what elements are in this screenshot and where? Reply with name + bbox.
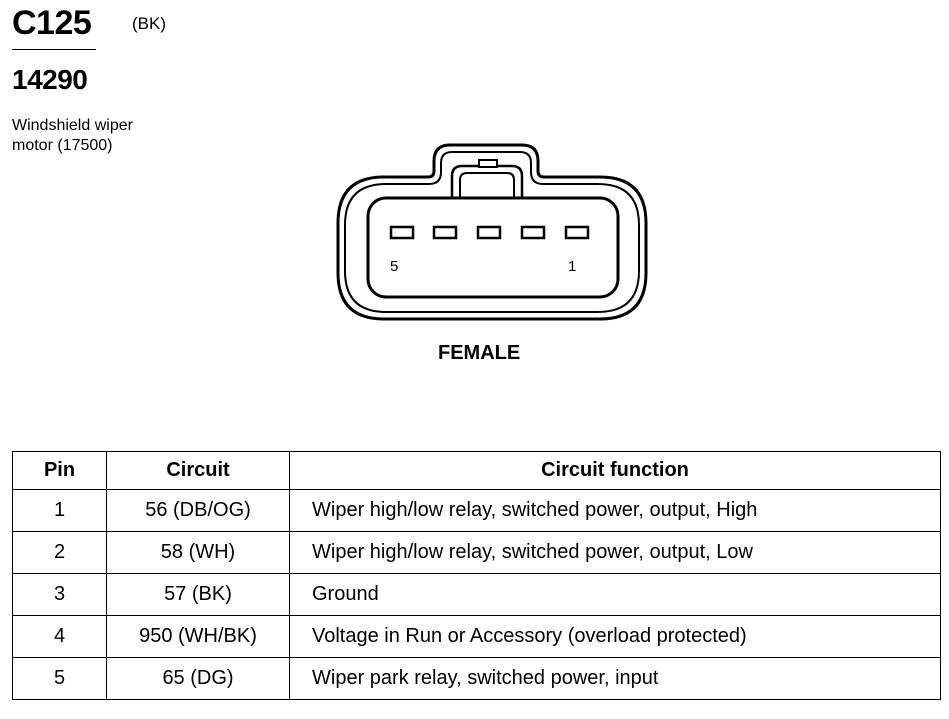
column-header-circuit-function: Circuit function bbox=[289, 451, 941, 490]
table-row: 2 58 (WH) Wiper high/low relay, switched… bbox=[12, 531, 941, 574]
circuit-function-cell: Voltage in Run or Accessory (overload pr… bbox=[289, 615, 941, 658]
pin-cell: 3 bbox=[12, 573, 107, 616]
connector-inner-face bbox=[366, 196, 620, 299]
connector-latch bbox=[450, 164, 524, 198]
connector-outer-housing bbox=[336, 143, 648, 321]
connector-outer-housing-inner-edge bbox=[344, 151, 640, 313]
connector-id: C125 bbox=[12, 4, 92, 42]
circuit-function-cell: Wiper high/low relay, switched power, ou… bbox=[289, 531, 941, 574]
pin-cavity-2 bbox=[520, 225, 546, 240]
circuit-cell: 65 (DG) bbox=[106, 657, 290, 700]
pin-cell: 5 bbox=[12, 657, 107, 700]
pin-label-right: 1 bbox=[568, 258, 576, 275]
pin-cavity-5 bbox=[389, 225, 415, 240]
pin-cavity-3 bbox=[476, 225, 502, 240]
pin-cavity-1 bbox=[564, 225, 590, 240]
circuit-cell: 57 (BK) bbox=[106, 573, 290, 616]
pin-cell: 1 bbox=[12, 489, 107, 532]
circuit-cell: 950 (WH/BK) bbox=[106, 615, 290, 658]
pin-table: Pin Circuit Circuit function 1 56 (DB/OG… bbox=[12, 451, 941, 700]
table-row: 1 56 (DB/OG) Wiper high/low relay, switc… bbox=[12, 489, 941, 532]
table-header-row: Pin Circuit Circuit function bbox=[12, 451, 941, 490]
circuit-cell: 58 (WH) bbox=[106, 531, 290, 574]
pin-cavity-4 bbox=[432, 225, 458, 240]
circuit-cell: 56 (DB/OG) bbox=[106, 489, 290, 532]
table-row: 5 65 (DG) Wiper park relay, switched pow… bbox=[12, 657, 941, 700]
connector-gender-label: FEMALE bbox=[438, 342, 521, 364]
connector-latch-inner bbox=[459, 172, 515, 198]
connector-description: Windshield wiper motor (17500) bbox=[12, 117, 133, 154]
color-code: (BK) bbox=[132, 14, 166, 33]
connector-latch-tab bbox=[478, 159, 498, 168]
column-header-circuit: Circuit bbox=[106, 451, 290, 490]
part-number: 14290 bbox=[12, 64, 88, 95]
column-header-pin: Pin bbox=[12, 451, 107, 490]
circuit-function-cell: Wiper high/low relay, switched power, ou… bbox=[289, 489, 941, 532]
circuit-function-cell: Ground bbox=[289, 573, 941, 616]
table-row: 4 950 (WH/BK) Voltage in Run or Accessor… bbox=[12, 615, 941, 658]
pin-label-left: 5 bbox=[390, 258, 398, 275]
pin-cell: 4 bbox=[12, 615, 107, 658]
title-divider bbox=[12, 49, 96, 50]
circuit-function-cell: Wiper park relay, switched power, input bbox=[289, 657, 941, 700]
table-row: 3 57 (BK) Ground bbox=[12, 573, 941, 616]
pin-cell: 2 bbox=[12, 531, 107, 574]
